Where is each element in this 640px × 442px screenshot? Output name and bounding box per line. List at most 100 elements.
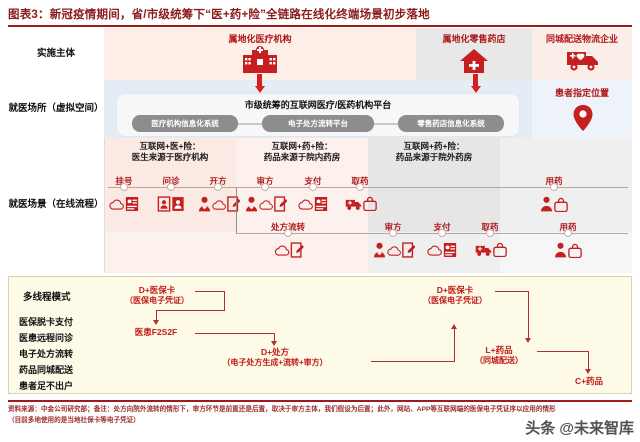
footer-divider	[8, 400, 632, 402]
title-divider	[8, 25, 632, 27]
cloud-icon	[298, 199, 313, 210]
timeline-bottom-step-4: 用药	[559, 222, 577, 232]
payment-card-icon	[443, 243, 457, 257]
payment-card-icon	[314, 197, 328, 211]
patient-location-label: 患者指定位置	[554, 88, 609, 98]
medicine-bag-icon	[363, 196, 377, 211]
flow-mode-label: 多线程模式	[23, 292, 71, 303]
person-card-icon	[157, 196, 171, 212]
watermark: 头条 @未来智库	[525, 420, 634, 437]
flow-line-2h	[195, 333, 275, 335]
person-card-icon	[172, 197, 184, 211]
platform-connector-2	[374, 123, 398, 125]
flow-arrow-to-f2s2f	[153, 320, 159, 325]
flow-arrow-to-logistics	[525, 338, 531, 343]
flow-line-3v	[454, 329, 456, 362]
scenario-header-2: 互联网+药+险： 药品来源于院内药房	[263, 141, 341, 163]
flow-line-1c	[156, 310, 158, 320]
delivery-truck-icon	[567, 52, 598, 71]
timeline-top-dot-6	[550, 183, 558, 191]
timeline-bottom-step-1: 审方	[384, 222, 402, 232]
timeline-top-dot-2	[214, 183, 222, 191]
flow-line-1b	[157, 310, 225, 312]
timeline-bottom-step-0: 处方流转	[270, 222, 306, 232]
timeline-top-step-1: 问诊	[162, 176, 180, 186]
flow-line-5h	[537, 351, 589, 353]
flow-line-1h	[195, 291, 225, 293]
timeline-top-step-6: 用药	[545, 176, 563, 186]
prescription-pen-icon	[290, 242, 304, 258]
timeline-bottom-dot-0	[284, 229, 292, 237]
doctor-icon	[373, 242, 386, 258]
scenario-header-1: 互联网+医+险： 医生来源于医疗机构	[131, 141, 209, 163]
scenario-header-3: 互联网+药+险： 药品来源于院外药房	[395, 141, 473, 163]
timeline-top-icons-3	[245, 196, 287, 212]
medicine-bag-icon	[568, 243, 582, 258]
platform-box-pharmacy-it[interactable]: 零售药店信息化系统	[398, 115, 504, 132]
timeline-top-step-0: 挂号	[115, 176, 133, 186]
platform-box-eprescription[interactable]: 电子处方流转平台	[262, 115, 374, 132]
timeline-top-icons-5	[345, 196, 377, 211]
flow-line-5v	[588, 351, 590, 370]
band-care-venue: 就医场所 （虚拟空间） 市级统筹的互联网医疗/医药机构平台 医疗机构信息化系统 …	[8, 74, 632, 138]
prescription-pen-icon	[402, 242, 415, 258]
tint-scene-c	[368, 138, 500, 232]
id-card-icon	[125, 197, 139, 211]
timeline-top-icons-0	[109, 196, 139, 212]
cloud-icon	[109, 199, 124, 210]
timeline-bottom-step-2: 支付	[433, 222, 451, 232]
timeline-top-dot-0	[120, 183, 128, 191]
timeline-top-dot-3	[261, 183, 269, 191]
flow-feature-4: 患者足不出户	[19, 381, 74, 391]
flow-node-d-insurance-card-left: D+医保卡 （医保电子凭证）	[125, 285, 189, 306]
flow-arrow-to-insurance-right	[451, 324, 457, 329]
timeline-bottom-icons-0	[274, 242, 304, 258]
entity-label-hospital: 属地化医疗机构	[228, 34, 292, 44]
flow-feature-1: 医患远程问诊	[19, 333, 74, 343]
platform-box-hospital-it[interactable]: 医疗机构信息化系统	[132, 115, 238, 132]
platform-connector-1	[238, 123, 262, 125]
doctor-icon	[198, 196, 211, 212]
row-label-care-venue: 就医场所 （虚拟空间）	[8, 80, 104, 138]
arrow-hospital-to-platform	[255, 74, 265, 93]
timeline-top-icons-6	[540, 196, 568, 212]
flow-node-d-insurance-card-right: D+医保卡 （医保电子凭证）	[423, 285, 487, 306]
doctor-icon	[245, 196, 258, 212]
timeline-top-step-4: 支付	[304, 176, 322, 186]
cloud-icon	[274, 245, 290, 256]
timeline-top-step-2: 开方	[209, 176, 227, 186]
flow-node-l-medicine: L+药品 （同城配送）	[475, 345, 523, 366]
flow-arrow-to-consumer	[585, 369, 591, 374]
timeline-bottom-icons-3	[475, 242, 507, 257]
flow-node-c-medicine: C+药品	[574, 376, 604, 386]
medicine-bag-icon	[554, 197, 568, 212]
patient-icon	[540, 196, 553, 212]
flow-feature-2: 电子处方流转	[19, 349, 74, 359]
timeline-bottom-dot-3	[486, 229, 494, 237]
timeline-bottom-dot-1	[389, 229, 397, 237]
timeline-bottom-icons-2	[427, 242, 457, 258]
platform-title: 市级统筹的互联网医疗/医药机构平台	[244, 100, 392, 110]
footer-source: 资料来源：中金公司研究部；备注：处方向院外流转的情形下，审方环节是前置还是后置，…	[8, 406, 556, 425]
band-implementation-subject: 实施主体 属地化医疗机构 属地化零售药店	[8, 28, 632, 80]
map-pin-icon	[573, 105, 593, 131]
flow-feature-0: 医保脱卡支付	[19, 317, 74, 327]
tint-scene-b	[236, 138, 368, 232]
patient-icon	[554, 242, 567, 258]
delivery-truck-icon	[475, 245, 492, 256]
flow-line-4h	[495, 291, 529, 293]
row-label-care-scenario: 就医场景 （在线流程）	[8, 138, 104, 273]
timeline-top-icons-4	[298, 196, 328, 212]
prescription-pen-icon	[227, 196, 240, 212]
flow-node-d-prescription: D+处方 （电子处方生成+流转+审方）	[222, 347, 328, 368]
timeline-top-line	[108, 187, 628, 188]
cloud-icon	[387, 246, 401, 256]
platform-panel: 市级统筹的互联网医疗/医药机构平台 医疗机构信息化系统 电子处方流转平台 零售药…	[116, 93, 520, 137]
timeline-top-icons-1	[157, 196, 185, 212]
timeline-top-dot-5	[356, 183, 364, 191]
flow-feature-3: 药品同城配送	[19, 365, 74, 375]
timeline-bottom-dot-2	[438, 229, 446, 237]
medicine-bag-icon	[493, 242, 507, 257]
timeline-top-icons-2	[198, 196, 240, 212]
